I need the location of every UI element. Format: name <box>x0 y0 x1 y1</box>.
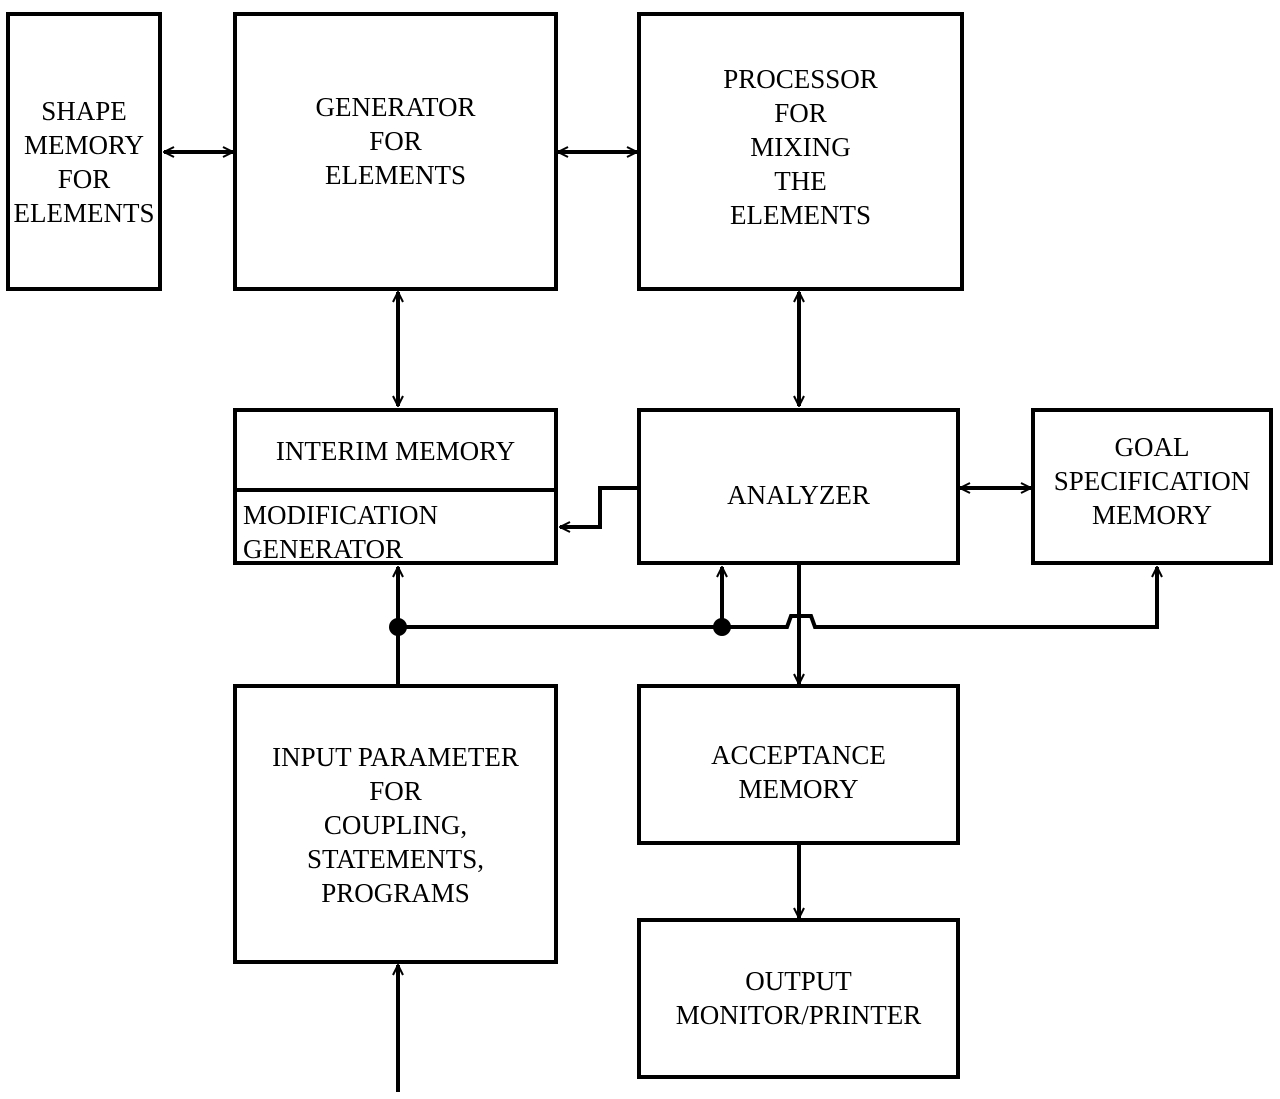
output-block: OUTPUT MONITOR/PRINTER <box>637 918 960 1079</box>
block-label: MIXING <box>750 132 851 162</box>
block-label: COUPLING, <box>323 810 468 840</box>
block-label: INTERIM MEMORY <box>275 436 516 466</box>
interim-memory-block: INTERIM MEMORY MODIFICATION GENERATOR <box>233 408 558 565</box>
block-label: INPUT PARAMETER <box>272 742 519 772</box>
arrow-analyzer-modification <box>560 486 637 527</box>
bus-line <box>398 567 1157 629</box>
acceptance-memory-block: ACCEPTANCE MEMORY <box>637 684 960 845</box>
block-label: MEMORY <box>23 130 145 160</box>
block-label: GENERATOR <box>243 534 404 564</box>
block-label: ELEMENTS <box>730 200 871 230</box>
junction-dot <box>389 618 407 636</box>
block-label: FOR <box>369 126 422 156</box>
processor-block: PROCESSOR FOR MIXING THE ELEMENTS <box>637 12 964 291</box>
block-label: ELEMENTS <box>325 160 466 190</box>
block-label: FOR <box>369 776 422 806</box>
block-label: FOR <box>57 164 111 194</box>
modification-generator-section: MODIFICATION GENERATOR <box>243 498 438 566</box>
block-label: FOR <box>774 98 827 128</box>
block-label: GOAL <box>1114 432 1190 462</box>
block-label: ELEMENTS <box>13 198 155 228</box>
block-label: GENERATOR <box>315 92 476 122</box>
block-label: PROGRAMS <box>321 878 470 908</box>
block-label: MODIFICATION <box>243 500 438 530</box>
block-label: MONITOR/PRINTER <box>675 1000 922 1030</box>
analyzer-block: ANALYZER <box>637 408 960 565</box>
block-label: SHAPE <box>41 96 127 126</box>
goal-specification-block: GOAL SPECIFICATION MEMORY <box>1031 408 1273 565</box>
shape-memory-block: SHAPE MEMORY FOR ELEMENTS <box>6 12 162 291</box>
block-label: MEMORY <box>738 774 859 804</box>
block-label: MEMORY <box>1091 500 1213 530</box>
block-label: THE <box>774 166 827 196</box>
block-label: OUTPUT <box>745 966 852 996</box>
junction-dot <box>713 618 731 636</box>
block-label: STATEMENTS, <box>306 844 485 874</box>
block-label: SPECIFICATION <box>1053 466 1251 496</box>
block-label: ANALYZER <box>727 480 870 510</box>
block-label: PROCESSOR <box>723 64 878 94</box>
input-parameter-block: INPUT PARAMETER FOR COUPLING, STATEMENTS… <box>233 684 558 964</box>
generator-block: GENERATOR FOR ELEMENTS <box>233 12 558 291</box>
divider <box>237 488 554 492</box>
block-label: ACCEPTANCE <box>711 740 886 770</box>
